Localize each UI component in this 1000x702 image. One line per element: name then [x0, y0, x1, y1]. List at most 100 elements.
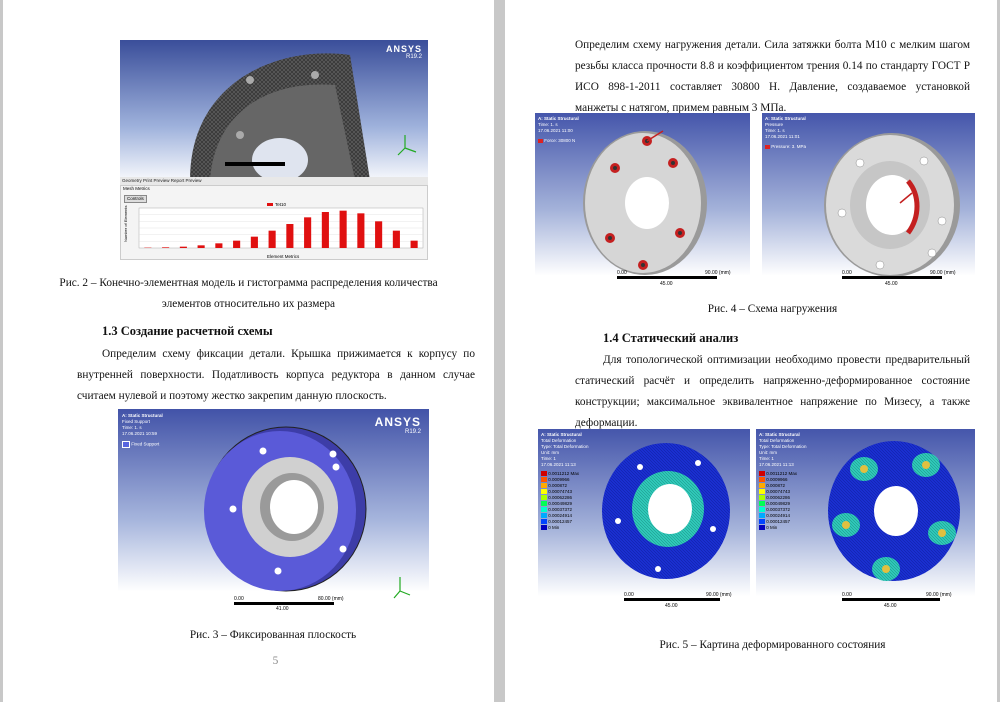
histogram-bar	[250, 236, 258, 248]
fig4-right-scale-mid: 45.00	[885, 281, 898, 287]
fig2-tabs[interactable]: Geometry Print Preview Report Preview	[120, 177, 428, 185]
section-title-1-4: 1.4 Статический анализ	[603, 331, 739, 345]
fig5-right-info-line6: 17.06.2021 11:13	[759, 462, 794, 467]
fig5-left-legend-v3: 0.00062286	[548, 495, 573, 500]
histogram-bar	[162, 247, 170, 248]
fig5-right-legend-v4: 0.00049829	[766, 501, 791, 506]
histogram-xlabel: Element Metrics	[267, 254, 300, 259]
fixed-flange-graphic	[204, 426, 411, 599]
fig4-right-info-line1: A: Static Structural	[765, 116, 806, 121]
fig3-caption: Рис. 3 – Фиксированная плоскость	[189, 629, 357, 642]
fig5-right-scalebar	[842, 598, 940, 601]
histogram-legend-swatch	[267, 203, 273, 206]
fig5-right-legend-v0: 0.0009966	[766, 477, 788, 482]
histogram-bar	[392, 230, 400, 248]
fig2-panel-title: Mesh Metrics	[123, 186, 150, 191]
fig2-caption-line2: элементов относительно их размера	[161, 298, 336, 311]
fig5-left-legend-v2: 0.00074743	[548, 489, 573, 494]
force-flange-graphic	[583, 130, 707, 275]
fig3-info-line4: 17.06.2021 10:59	[122, 431, 158, 436]
fig5-right-legend-min: 0 Min	[766, 525, 778, 530]
histogram-bar	[375, 221, 383, 248]
para-1-3-line2: внутренней поверхности. Податливость кор…	[77, 369, 475, 381]
fig5-left-legend-min: 0 Min	[548, 525, 560, 530]
histogram-bar	[215, 243, 223, 248]
fig5-left-scale-left: 0.00	[624, 592, 634, 598]
page-number: 5	[272, 655, 279, 668]
para-load-line4: манжеты с натягом, примем равным 3 МПа.	[575, 102, 787, 114]
fig5-right-info-line4: Unit: mm	[759, 450, 777, 455]
histogram-bar	[233, 240, 241, 248]
fig4-right-info-line2: Pressure	[765, 122, 784, 127]
fig5-left-info-line3: Type: Total Deformation	[541, 444, 589, 449]
para-load-line3: ИСО 898-1-2011 составляет 30800 Н. Давле…	[575, 81, 970, 93]
para-static-line1: Для топологической оптимизации необходим…	[603, 354, 970, 366]
fig5-left-scale-right: 90.00 (mm)	[706, 592, 732, 598]
fig5-right-legend-v7: 0.00012457	[766, 519, 791, 524]
fig4-left-scale-mid: 45.00	[660, 281, 673, 287]
para-1-3-line3: считаем нулевой и поэтому жестко закрепи…	[77, 390, 387, 402]
fig5-left-legend-v5: 0.00037372	[548, 507, 573, 512]
fig3-scale-mid: 41.00	[276, 606, 289, 612]
histogram-ylabel: Number of Elements	[123, 206, 128, 242]
fig5-right-scale-right: 90.00 (mm)	[926, 592, 952, 598]
fig5-right-legend-v2: 0.00074743	[766, 489, 791, 494]
pressure-flange-graphic	[824, 133, 960, 277]
left-page: ANSYS R19.2 Geometry Print Preview Repor…	[3, 0, 494, 702]
para-static-line3: конструкции; максимальное эквивалентное …	[575, 396, 970, 408]
histogram-legend: Tet10	[275, 202, 287, 207]
fig5-right-legend-v3: 0.00062286	[766, 495, 791, 500]
fig5-left-legend-v7: 0.00012457	[548, 519, 573, 524]
fig5-left-info-line6: 17.06.2021 11:13	[541, 462, 576, 467]
fig5-left-legend-v4: 0.00049829	[548, 501, 573, 506]
fig2-mesh-screenshot: ANSYS R19.2 Geometry Print Preview Repor…	[120, 40, 428, 185]
fig5-right-info-line1: A: Static Structural	[759, 432, 800, 437]
para-static-line2: статический расчёт и определить напряжен…	[575, 375, 970, 387]
fig2-caption-line1: Рис. 2 – Конечно-элементная модель и гис…	[59, 277, 438, 290]
fig4-left-legend: Force: 30800 N	[544, 138, 576, 143]
fig5-right-legend-v5: 0.00037372	[766, 507, 791, 512]
para-static-line4: деформации.	[575, 417, 638, 429]
section-title-1-3: 1.3 Создание расчетной схемы	[102, 324, 273, 338]
fig5-right-legend-v1: 0.000872	[766, 483, 786, 488]
right-page: Определим схему нагружения детали. Сила …	[505, 0, 997, 702]
fig5-right-scale-left: 0.00	[842, 592, 852, 598]
fig5-deformation-right-screenshot: A: Static Structural Total Deformation T…	[756, 429, 975, 611]
fig3-scale-left: 0.00	[234, 596, 244, 602]
fig3-info-line3: Time: 1. s	[122, 425, 142, 430]
fig4-left-info-line3: 17.06.2021 11:00	[538, 128, 573, 133]
fig4-left-scalebar	[617, 276, 717, 279]
fig4-left-info-line1: A: Static Structural	[538, 116, 579, 121]
para-load-line2: резьбы класса прочности 8.8 и коэффициен…	[575, 60, 970, 72]
fig5-left-info-line5: Time: 1	[541, 456, 556, 461]
fig2-controls-button[interactable]: Controls	[124, 195, 147, 203]
fig5-left-legend-v0: 0.0009966	[548, 477, 570, 482]
fig4-right-info-line4: 17.06.2021 11:01	[765, 134, 800, 139]
fig4-right-scale-right: 90.00 (mm)	[930, 270, 956, 276]
fig5-right-legend: 0.0011212 Max 0.0009966 0.000872 0.00074…	[759, 471, 797, 531]
fig4-left-info-line2: Time: 1. s	[538, 122, 558, 127]
fig5-left-legend-v1: 0.000872	[548, 483, 568, 488]
mesh-model-graphic	[190, 53, 417, 182]
histogram-bar	[321, 212, 329, 248]
fig5-deformation-left-screenshot: A: Static Structural Total Deformation T…	[538, 429, 750, 611]
fig5-right-legend-max: 0.0011212 Max	[766, 471, 797, 476]
fig4-left-scale-left: 0.00	[617, 270, 627, 276]
fig5-left-legend-max: 0.0011212 Max	[548, 471, 579, 476]
histogram-bar	[268, 230, 276, 248]
deformation-flange-right-graphic	[828, 441, 960, 581]
fig3-legend: Fixed Support	[131, 441, 160, 447]
histogram-bar	[197, 245, 205, 248]
fig5-right-info-line3: Type: Total Deformation	[759, 444, 807, 449]
histogram-bar	[410, 240, 418, 248]
fig3-scalebar	[234, 602, 334, 605]
histogram-bar	[179, 246, 187, 248]
fig4-right-scale-left: 0.00	[842, 270, 852, 276]
deformation-flange-left-graphic	[602, 443, 730, 579]
fig5-left-scalebar	[624, 598, 720, 601]
fig4-right-scalebar	[842, 276, 942, 279]
fig4-left-scale-right: 90.00 (mm)	[705, 270, 731, 276]
fig5-left-legend-v6: 0.00024914	[548, 513, 573, 518]
